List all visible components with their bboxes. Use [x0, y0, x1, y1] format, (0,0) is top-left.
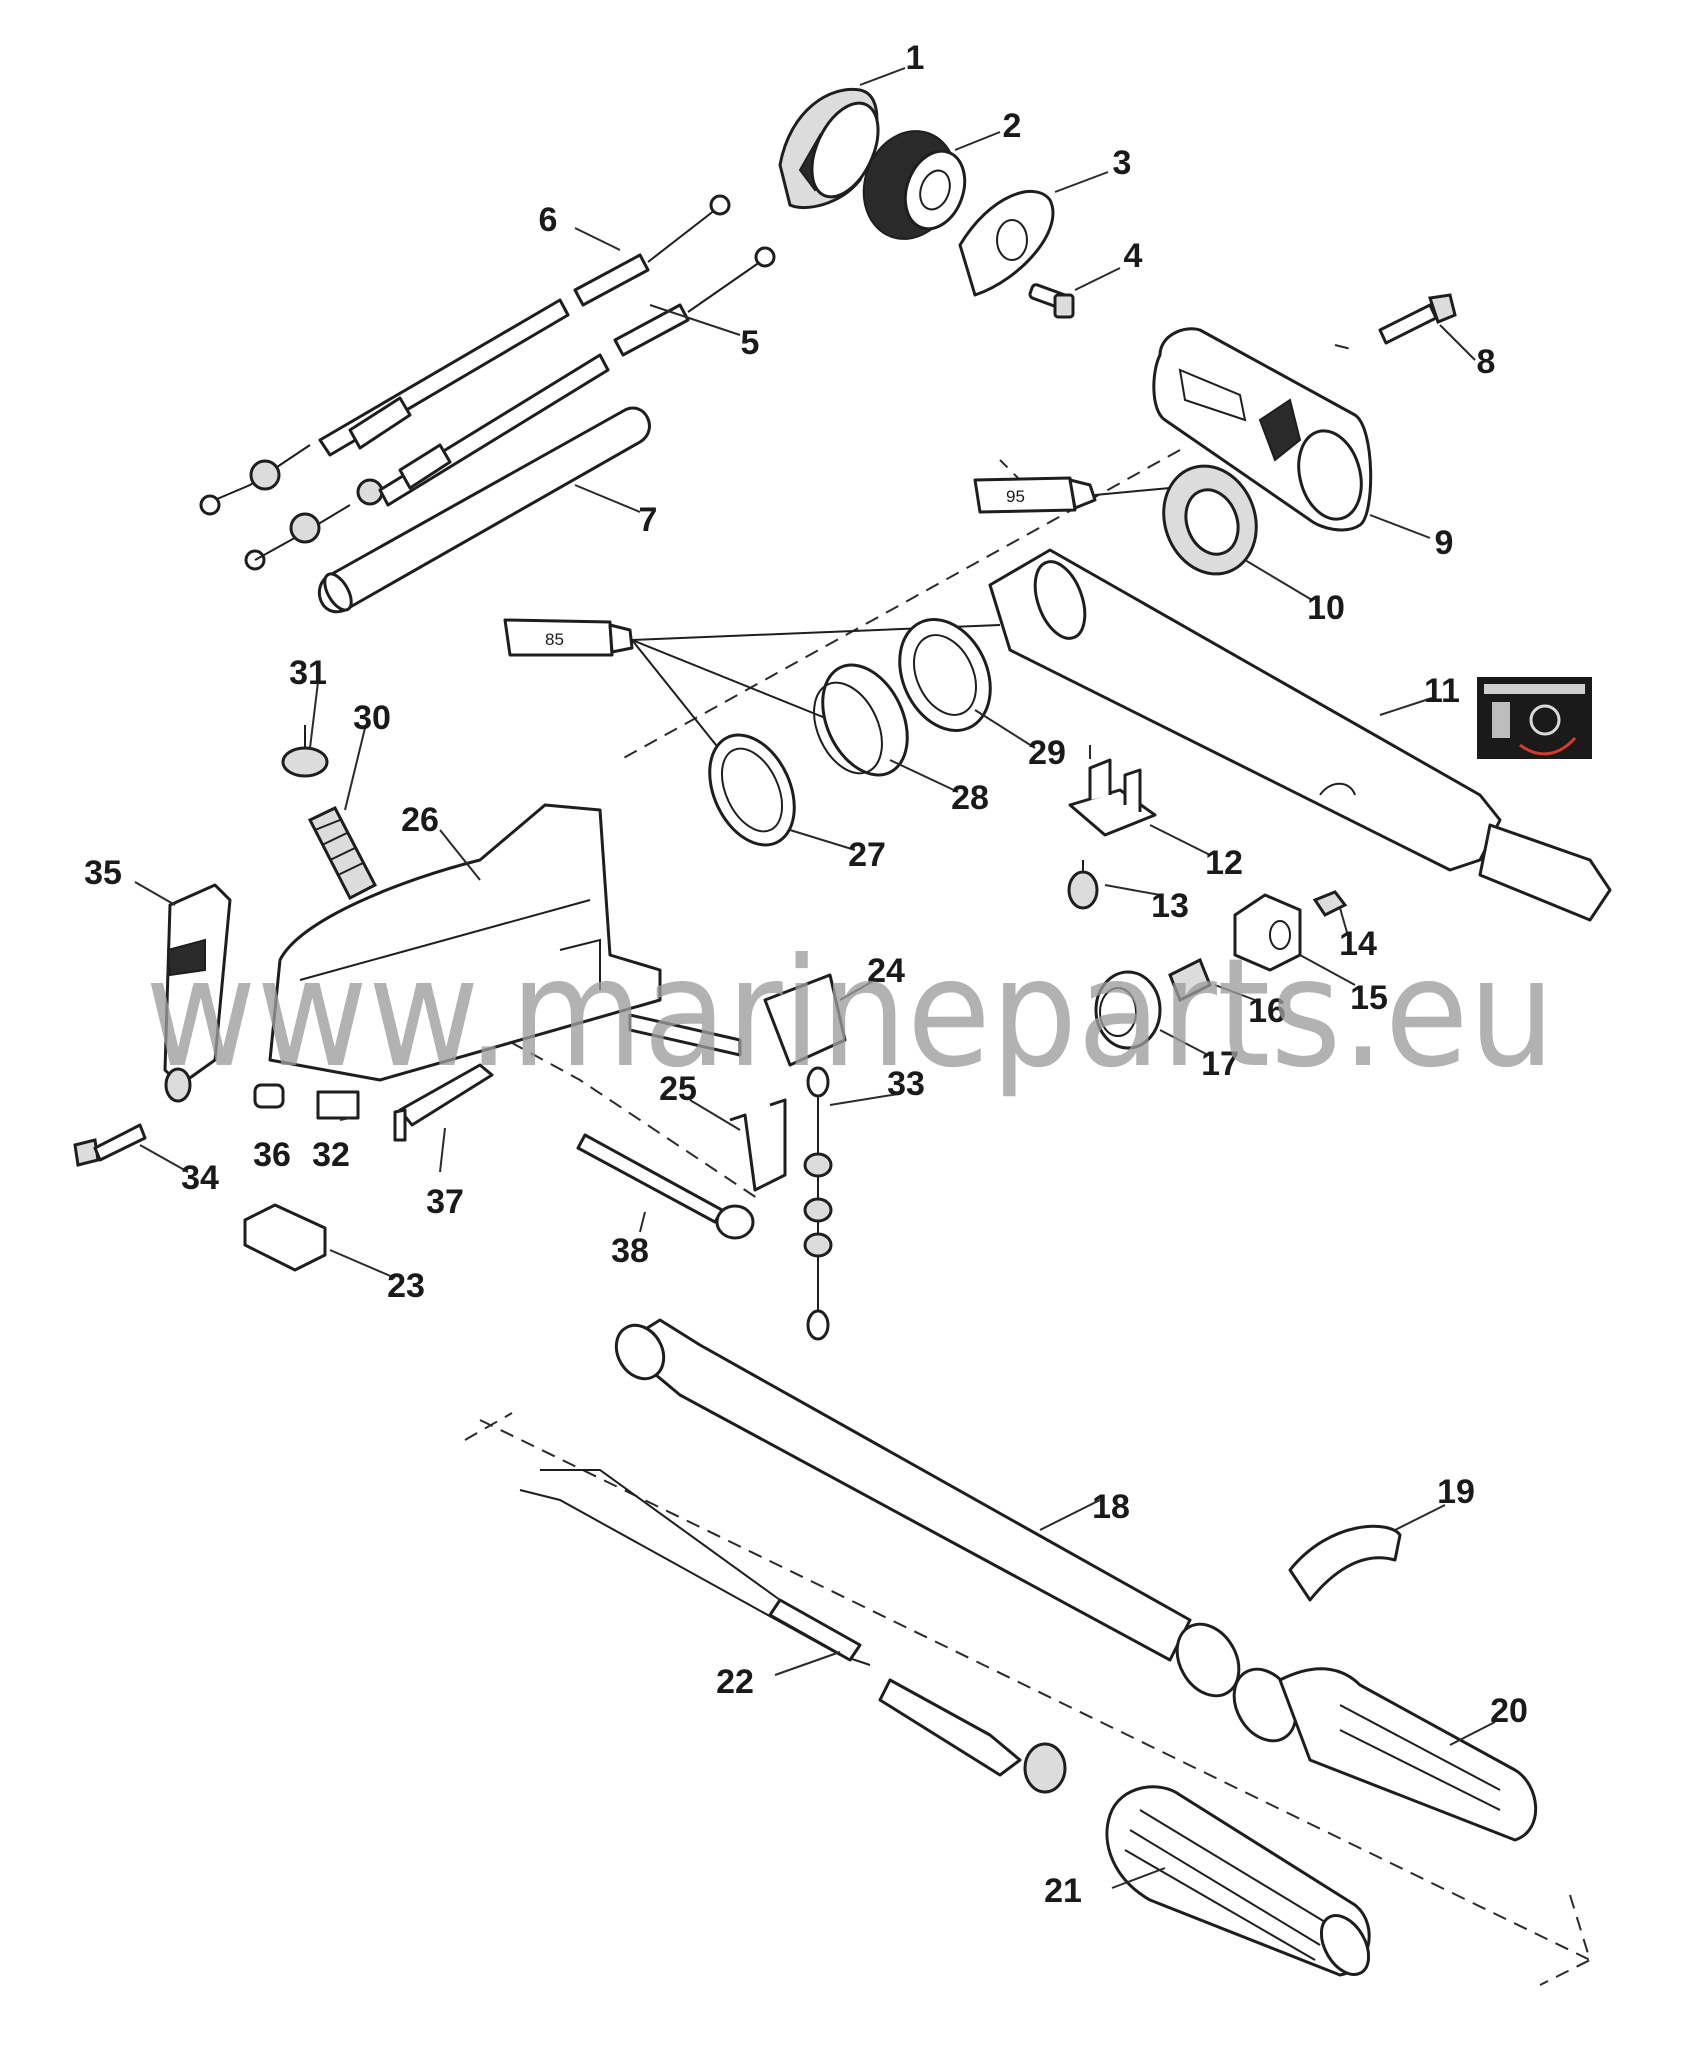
part-14-screw	[1312, 890, 1348, 917]
part-24-bracket	[628, 973, 847, 1067]
warning-label	[1477, 677, 1592, 759]
leader-lines	[134, 67, 1496, 1889]
callout-22: 22	[716, 1663, 754, 1701]
part-26-main-housing	[268, 803, 662, 1082]
callout-15: 15	[1350, 979, 1388, 1017]
callout-3: 3	[1113, 144, 1132, 182]
part-2-pulley	[862, 130, 967, 240]
callout-24: 24	[867, 952, 905, 990]
callout-36: 36	[253, 1136, 291, 1174]
part-6-cable-upper	[199, 194, 731, 516]
part-23-clip	[243, 1203, 327, 1272]
part-19-sleeve	[1288, 1524, 1402, 1602]
part-35-lever	[163, 883, 232, 1103]
callout-37: 37	[426, 1183, 464, 1221]
callout-18: 18	[1092, 1488, 1130, 1526]
callout-9: 9	[1435, 524, 1454, 562]
watermark-text: www.marineparts.eu	[145, 927, 1555, 1101]
callout-31: 31	[289, 654, 327, 692]
callout-12: 12	[1205, 844, 1243, 882]
tube-85-label: 85	[545, 630, 564, 649]
callout-25: 25	[659, 1070, 697, 1108]
callout-1: 1	[906, 39, 925, 77]
part-38-shaft	[576, 1133, 755, 1240]
part-22-switch-cable	[519, 1469, 1067, 1794]
callout-38: 38	[611, 1232, 649, 1270]
callout-16: 16	[1248, 992, 1286, 1030]
callout-10: 10	[1307, 589, 1345, 627]
part-31-knob	[281, 725, 329, 778]
part-17-cap	[1094, 970, 1162, 1050]
part-13-screw	[1067, 860, 1099, 910]
callout-23: 23	[387, 1267, 425, 1305]
part-36-pin	[253, 1083, 285, 1109]
part-18-throttle-shaft	[614, 1318, 1241, 1698]
part-27-ring	[708, 733, 796, 847]
part-28-bushing	[813, 663, 909, 777]
part-7-hose	[317, 406, 651, 614]
part-4-screw	[1028, 267, 1121, 319]
callout-33: 33	[887, 1065, 925, 1103]
callout-32: 32	[312, 1136, 350, 1174]
part-9-panel-plate	[1152, 327, 1373, 532]
callout-5: 5	[741, 324, 760, 362]
part-1-cover-cap	[778, 87, 880, 209]
part-30-spring	[307, 806, 378, 901]
part-33-linkage	[803, 1066, 833, 1341]
part-20-grip	[1232, 1667, 1538, 1842]
part-5-cable-lower	[244, 246, 776, 571]
callout-21: 21	[1044, 1872, 1082, 1910]
sealant-tube-85: 85	[503, 618, 1001, 751]
part-8-bolt	[1378, 293, 1457, 345]
callout-6: 6	[539, 201, 558, 239]
callout-35: 35	[84, 854, 122, 892]
callout-14: 14	[1339, 925, 1377, 963]
part-3-cam-plate	[958, 190, 1055, 297]
callout-26: 26	[401, 801, 439, 839]
sealant-tube-95: 95	[973, 476, 1171, 514]
callout-8: 8	[1477, 343, 1496, 381]
part-34-bolt	[73, 1123, 147, 1167]
callout-28: 28	[951, 779, 989, 817]
part-16-spring	[1168, 957, 1212, 1003]
callout-11: 11	[1424, 672, 1460, 710]
part-12-bracket	[1068, 758, 1157, 837]
callout-17: 17	[1201, 1045, 1239, 1083]
part-11-tiller-arm	[988, 548, 1612, 922]
callout-19: 19	[1437, 1473, 1475, 1511]
part-37-link	[393, 1063, 494, 1142]
part-32-plate	[316, 1090, 360, 1120]
tube-95-label: 95	[1006, 487, 1025, 506]
part-25-clip	[729, 1098, 787, 1192]
part-10-seal-ring	[1162, 464, 1258, 576]
callout-30: 30	[353, 699, 391, 737]
callout-34: 34	[181, 1159, 219, 1197]
callout-29: 29	[1028, 734, 1066, 772]
callout-27: 27	[848, 836, 886, 874]
callout-7: 7	[639, 501, 658, 539]
callout-4: 4	[1124, 237, 1143, 275]
callout-13: 13	[1151, 887, 1189, 925]
callout-2: 2	[1003, 107, 1022, 145]
part-29-ring	[898, 618, 992, 732]
callout-20: 20	[1490, 1692, 1528, 1730]
part-21-handle-grip	[1105, 1785, 1371, 1977]
